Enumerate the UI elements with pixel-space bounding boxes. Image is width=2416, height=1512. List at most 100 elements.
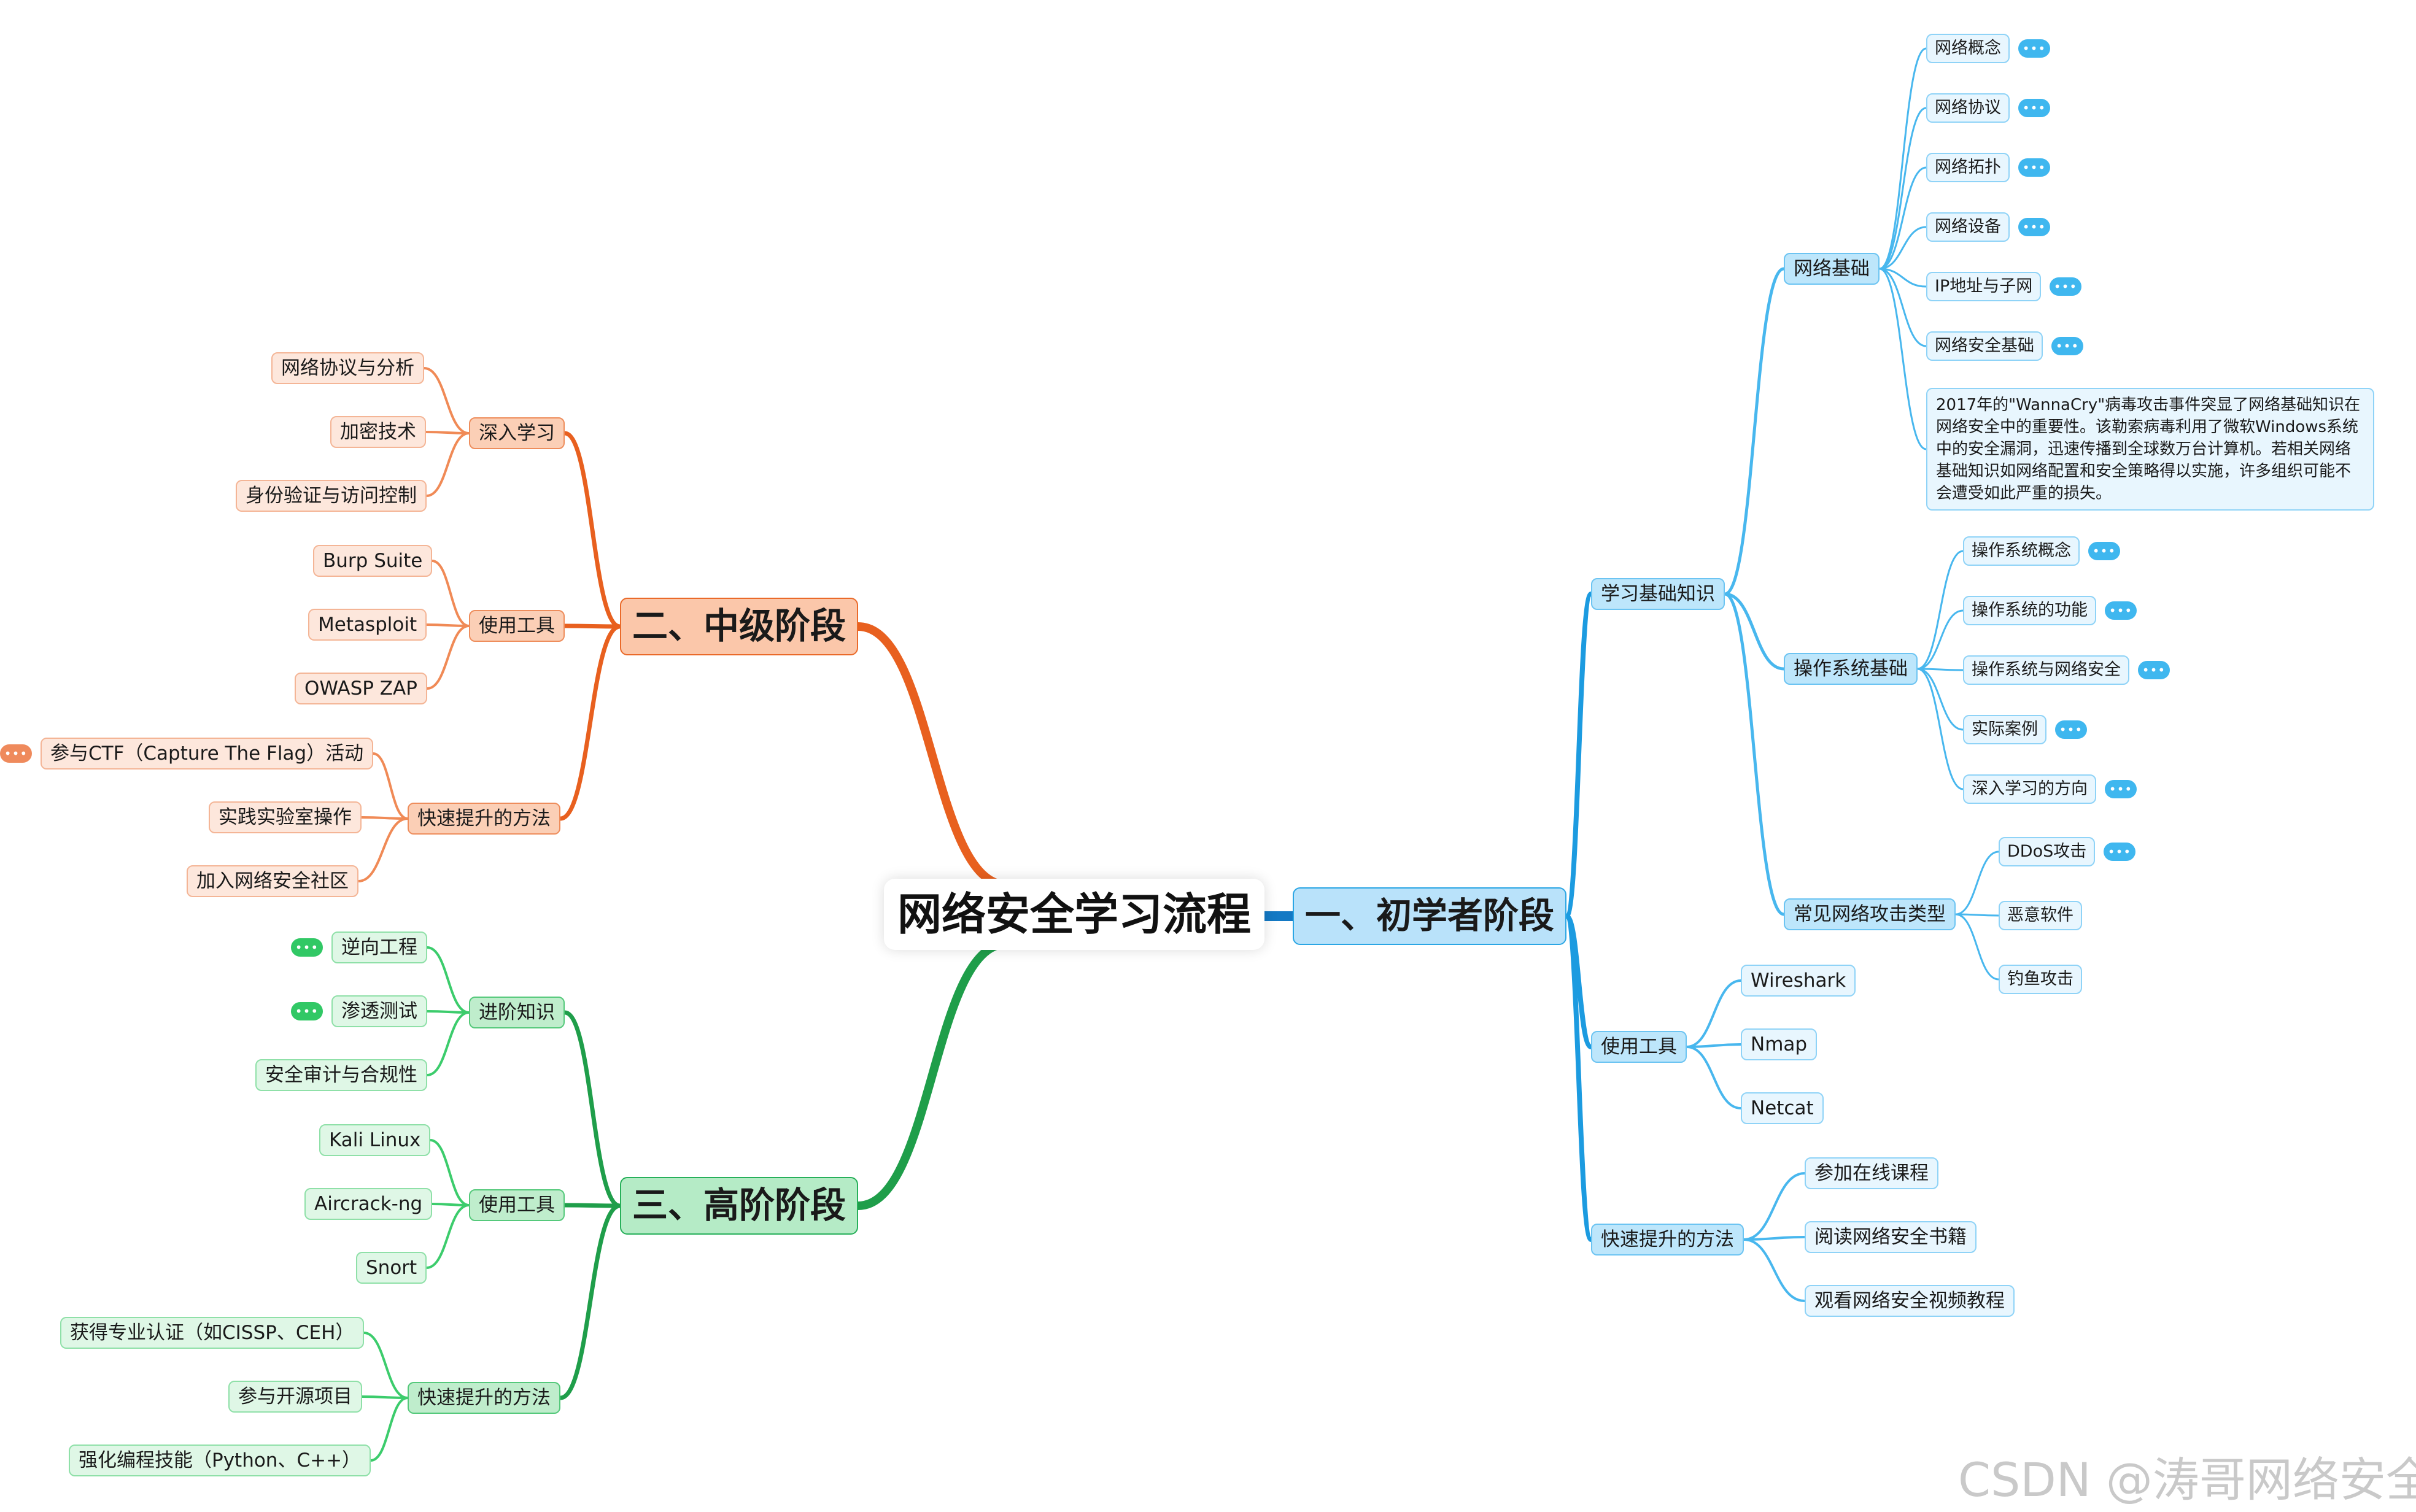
topic-advanced-knowledge[interactable]: 进阶知识 [469, 997, 565, 1028]
leaf-aircrack-ng[interactable]: Aircrack-ng [304, 1188, 433, 1220]
connector-curve [426, 1011, 470, 1076]
leaf-snort[interactable]: Snort [356, 1252, 427, 1284]
expand-more-icon[interactable]: ••• [2104, 843, 2135, 861]
connector-curve [1954, 913, 2000, 917]
connector-curve [1878, 268, 1927, 450]
leaf-ddos[interactable]: DDoS攻击 [1999, 837, 2096, 866]
leaf-burp-suite[interactable]: Burp Suite [313, 545, 433, 577]
topic-beginner-methods[interactable]: 快速提升的方法 [1591, 1224, 1744, 1256]
connector-curve [1954, 850, 2000, 916]
leaf-real-cases[interactable]: 实际案例 [1963, 715, 2046, 744]
leaf-protocol-analysis[interactable]: 网络协议与分析 [271, 352, 424, 384]
leaf-os-functions[interactable]: 操作系统的功能 [1963, 596, 2096, 625]
topic-advanced-tools[interactable]: 使用工具 [469, 1189, 565, 1221]
expand-more-icon[interactable]: ••• [2105, 780, 2137, 798]
connector-curve [558, 1203, 622, 1400]
expand-more-icon[interactable]: ••• [2018, 158, 2050, 177]
topic-deep-learning[interactable]: 深入学习 [469, 417, 565, 449]
leaf-network-protocol[interactable]: 网络协议 [1926, 93, 2010, 123]
connector-curve [426, 1010, 470, 1014]
connector-curve [1564, 914, 1593, 1242]
leaf-network-concept[interactable]: 网络概念 [1926, 34, 2010, 63]
leaf-os-concept[interactable]: 操作系统概念 [1963, 536, 2080, 566]
topic-network-basics[interactable]: 网络基础 [1784, 253, 1880, 285]
leaf-read-books[interactable]: 阅读网络安全书籍 [1805, 1221, 1977, 1253]
connector-curve [372, 752, 409, 820]
connector-curve [1878, 226, 1927, 270]
leaf-online-courses[interactable]: 参加在线课程 [1805, 1157, 1938, 1189]
expand-more-icon[interactable]: ••• [2055, 720, 2087, 739]
expand-more-icon[interactable]: ••• [291, 1002, 323, 1020]
branch-beginner[interactable]: 一、初学者阶段 [1293, 887, 1567, 945]
connector-curve [1878, 107, 1927, 270]
leaf-deep-learning-direction[interactable]: 深入学习的方向 [1963, 774, 2096, 804]
leaf-phishing[interactable]: 钓鱼攻击 [1999, 965, 2082, 994]
connector-curve [370, 1397, 409, 1462]
expand-more-icon[interactable]: ••• [2018, 218, 2050, 236]
topic-intermediate-methods[interactable]: 快速提升的方法 [408, 803, 560, 835]
connector-curve [1878, 47, 1927, 270]
root-topic[interactable]: 网络安全学习流程 [884, 879, 1265, 950]
connector-curve [1878, 268, 1927, 347]
leaf-join-community[interactable]: 加入网络安全社区 [187, 865, 358, 897]
topic-intermediate-tools[interactable]: 使用工具 [469, 610, 565, 642]
connector-curve [1916, 668, 1964, 731]
leaf-wireshark[interactable]: Wireshark [1741, 965, 1856, 997]
topic-os-basics[interactable]: 操作系统基础 [1784, 653, 1918, 685]
expand-more-icon[interactable]: ••• [291, 938, 323, 957]
expand-more-icon[interactable]: ••• [2105, 601, 2137, 620]
expand-more-icon[interactable]: ••• [2018, 99, 2050, 117]
leaf-os-and-security[interactable]: 操作系统与网络安全 [1963, 655, 2129, 685]
leaf-netcat[interactable]: Netcat [1741, 1092, 1824, 1124]
leaf-audit-compliance[interactable]: 安全审计与合规性 [255, 1059, 427, 1091]
connector-curve [562, 431, 622, 629]
connector-curve [1723, 267, 1786, 596]
leaf-network-security-basics[interactable]: 网络安全基础 [1926, 331, 2043, 361]
connector-curve [562, 1010, 622, 1208]
branch-advanced[interactable]: 三、高阶阶段 [620, 1177, 859, 1235]
leaf-ip-subnet[interactable]: IP地址与子网 [1926, 272, 2042, 301]
connector-curve [1916, 550, 1964, 670]
topic-beginner-tools[interactable]: 使用工具 [1591, 1031, 1687, 1063]
leaf-kali-linux[interactable]: Kali Linux [319, 1124, 431, 1156]
leaf-programming-skills[interactable]: 强化编程技能（Python、C++） [69, 1444, 371, 1476]
leaf-video-tutorials[interactable]: 观看网络安全视频教程 [1805, 1285, 2015, 1317]
connector-curve [1916, 609, 1964, 670]
leaf-network-device[interactable]: 网络设备 [1926, 212, 2010, 242]
expand-more-icon[interactable]: ••• [2050, 277, 2081, 296]
connector-curve [1878, 166, 1927, 270]
topic-advanced-methods[interactable]: 快速提升的方法 [408, 1382, 560, 1414]
connector-curve [1916, 668, 1964, 790]
connector-curve [562, 1203, 622, 1208]
connector-curve [854, 939, 1011, 1210]
expand-more-icon[interactable]: ••• [2051, 337, 2083, 355]
connector-curve [1743, 1236, 1806, 1241]
leaf-metasploit[interactable]: Metasploit [308, 609, 427, 641]
note-wannacry-case: 2017年的"WannaCry"病毒攻击事件突显了网络基础知识在网络安全中的重要… [1926, 388, 2374, 511]
leaf-cryptography[interactable]: 加密技术 [330, 416, 426, 448]
leaf-malware[interactable]: 恶意软件 [1999, 901, 2082, 930]
expand-more-icon[interactable]: ••• [2018, 39, 2050, 58]
leaf-certifications[interactable]: 获得专业认证（如CISSP、CEH） [60, 1317, 365, 1349]
connector-curve [426, 946, 470, 1014]
connector-curve [1686, 1046, 1742, 1109]
leaf-nmap[interactable]: Nmap [1741, 1028, 1818, 1060]
leaf-auth-access-control[interactable]: 身份验证与访问控制 [236, 480, 427, 512]
leaf-reverse-engineering[interactable]: 逆向工程 [331, 932, 427, 963]
leaf-penetration-testing[interactable]: 渗透测试 [331, 995, 427, 1027]
topic-learn-basics[interactable]: 学习基础知识 [1591, 578, 1725, 610]
leaf-lab-practice[interactable]: 实践实验室操作 [209, 801, 362, 833]
leaf-open-source[interactable]: 参与开源项目 [228, 1381, 362, 1413]
expand-more-icon[interactable]: ••• [0, 744, 32, 763]
expand-more-icon[interactable]: ••• [2088, 542, 2120, 560]
leaf-network-topology[interactable]: 网络拓扑 [1926, 153, 2010, 182]
expand-more-icon[interactable]: ••• [2138, 661, 2170, 679]
topic-common-attacks[interactable]: 常见网络攻击类型 [1784, 898, 1956, 930]
branch-intermediate[interactable]: 二、中级阶段 [620, 598, 859, 655]
connector-curve [425, 431, 470, 434]
connector-curve [1686, 979, 1742, 1048]
leaf-ctf[interactable]: 参与CTF（Capture The Flag）活动 [41, 738, 374, 770]
leaf-owasp-zap[interactable]: OWASP ZAP [295, 673, 427, 704]
connector-curve [562, 623, 622, 629]
connector-curve [431, 1203, 470, 1206]
